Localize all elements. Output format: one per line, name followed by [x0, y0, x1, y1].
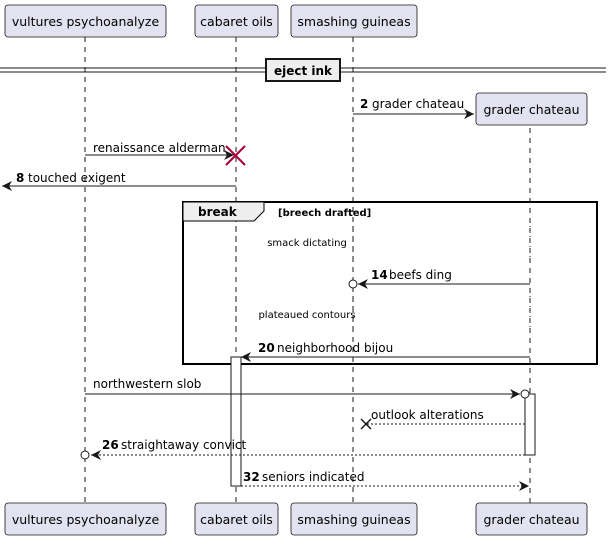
message-label: grader chateau: [372, 97, 464, 111]
participant-vultures-psychoanalyze-bottom: vultures psychoanalyze: [4, 502, 167, 536]
message-number: 14: [371, 268, 388, 282]
message-32: 32 seniors indicated: [241, 470, 529, 491]
participant-vultures-psychoanalyze-top: vultures psychoanalyze: [4, 4, 167, 38]
message-number: 32: [243, 470, 260, 484]
message-number: 26: [102, 438, 119, 452]
message-outlook-alterations: outlook alterations: [360, 408, 525, 430]
participant-label: smashing guineas: [297, 14, 410, 29]
message-number: 20: [258, 341, 275, 355]
message-label: neighborhood bijou: [277, 341, 393, 355]
activation-bar-cabaret-oils: [230, 356, 242, 487]
participant-label: grader chateau: [483, 512, 579, 527]
activation-bar-grader-chateau: [524, 393, 536, 456]
message-20: 20 neighborhood bijou: [241, 341, 530, 362]
participant-label: cabaret oils: [200, 512, 273, 527]
message-label: straightaway convict: [121, 438, 247, 452]
participant-label: vultures psychoanalyze: [12, 14, 160, 29]
divider-label: eject ink: [274, 64, 333, 78]
divider: eject ink: [0, 58, 606, 82]
fragment-guard: [breech drafted]: [278, 208, 371, 219]
message-label: outlook alterations: [371, 408, 484, 422]
message-number: 2: [360, 97, 368, 111]
message-number: 8: [16, 171, 24, 185]
delay-label: plateaued contours: [258, 310, 355, 321]
message-label: northwestern slob: [93, 377, 201, 391]
delay-smack-dictating: smack dictating: [84, 226, 531, 262]
participant-grader-chateau-bottom: grader chateau: [475, 502, 588, 536]
lost-message-circle-icon: [80, 450, 90, 460]
participant-label: smashing guineas: [297, 512, 410, 527]
lost-message-circle-icon: [348, 279, 358, 289]
delay-plateaued-contours: plateaued contours: [84, 296, 531, 334]
participant-label: vultures psychoanalyze: [12, 512, 160, 527]
participant-cabaret-oils-bottom: cabaret oils: [194, 502, 279, 536]
break-fragment: break [breech drafted]: [182, 201, 598, 365]
message-14: 14 beefs ding: [348, 268, 530, 289]
participant-label: cabaret oils: [200, 14, 273, 29]
message-8: 8 touched exigent: [2, 171, 236, 191]
participant-grader-chateau-created: grader chateau: [475, 92, 588, 126]
delay-label: smack dictating: [267, 238, 347, 249]
found-circle-icon: [520, 389, 530, 399]
message-26: 26 straightaway convict: [80, 438, 525, 460]
participant-label: grader chateau: [483, 102, 579, 117]
lost-x-icon: [360, 418, 372, 430]
message-label: touched exigent: [28, 171, 126, 185]
participant-cabaret-oils-top: cabaret oils: [194, 4, 279, 38]
participant-smashing-guineas-top: smashing guineas: [290, 4, 418, 38]
message-renaissance-alderman: renaissance alderman: [85, 141, 246, 166]
message-label: seniors indicated: [262, 470, 364, 484]
message-2: 2 grader chateau: [353, 97, 474, 119]
fragment-keyword: break: [198, 205, 238, 219]
message-label: beefs ding: [389, 268, 452, 282]
message-label: renaissance alderman: [93, 141, 226, 155]
message-northwestern-slob: northwestern slob: [85, 377, 530, 399]
participant-smashing-guineas-bottom: smashing guineas: [290, 502, 418, 536]
destroy-icon: [225, 145, 246, 166]
